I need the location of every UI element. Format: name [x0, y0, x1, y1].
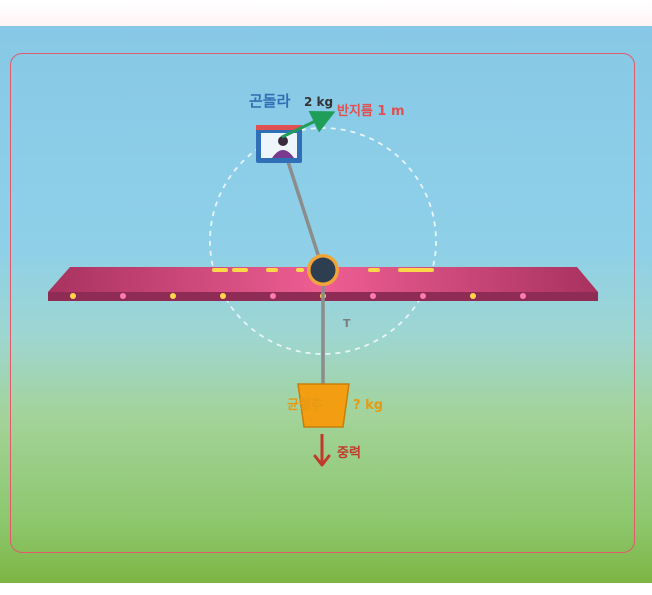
counterweight-mass-label: ? kg — [353, 398, 383, 413]
counterweight-bucket-icon[interactable] — [297, 383, 350, 428]
gondola-label: 곤돌라 — [249, 92, 291, 110]
gondola-rope — [281, 145, 325, 271]
radius-label: 반지름 1 m — [337, 103, 405, 119]
pivot-hub-icon — [307, 254, 339, 286]
tension-label: T — [343, 317, 351, 330]
top-strip — [0, 0, 652, 26]
velocity-arrow — [281, 110, 336, 139]
scene-frame — [10, 53, 635, 553]
bottom-strip — [0, 583, 652, 595]
gravity-label: 중력 — [337, 446, 361, 461]
gondola-mass-label: 2 kg — [304, 95, 333, 109]
gravity-arrow — [313, 434, 331, 467]
counterweight-label: 균형추 — [287, 397, 323, 413]
